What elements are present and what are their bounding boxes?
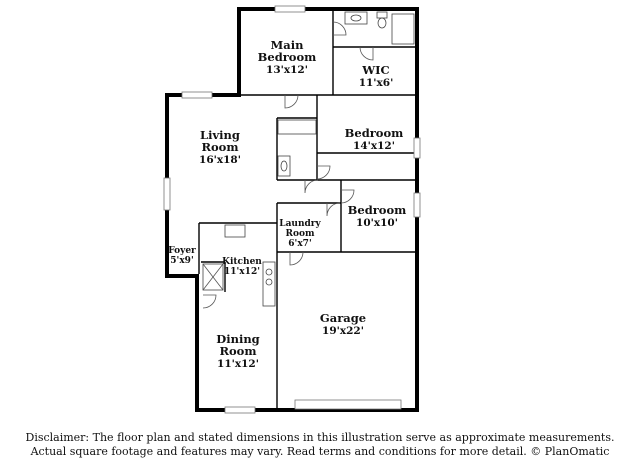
- wall: [237, 7, 241, 97]
- door-swing: [316, 165, 331, 180]
- wic-name: WIC: [361, 63, 389, 77]
- door-swing: [332, 21, 347, 36]
- toilet-bowl: [377, 17, 387, 29]
- door-swing: [326, 202, 341, 217]
- window: [224, 406, 256, 414]
- bedroom-1-size: 14'x12': [353, 140, 395, 152]
- living-room-name: Living: [200, 128, 240, 142]
- garage-size: 19'x22': [322, 325, 364, 337]
- garage-name: Garage: [320, 311, 366, 325]
- window: [274, 5, 306, 13]
- wall: [195, 408, 419, 412]
- kitchen-name: Kitchen: [222, 257, 262, 267]
- sink-basin: [350, 14, 362, 22]
- main-bedroom-size: 13'x12': [266, 64, 308, 76]
- window: [413, 137, 421, 159]
- toilet-tank: [376, 11, 388, 19]
- bedroom-2-name: Bedroom: [348, 203, 407, 217]
- dining-room-name-2: Room: [219, 344, 256, 358]
- door-swing: [304, 179, 319, 194]
- living-room-name-2: Room: [201, 140, 238, 154]
- shower: [391, 13, 415, 45]
- laundry-name: Laundry: [279, 219, 321, 229]
- disclaimer-line-2: Actual square footage and features may v…: [30, 445, 610, 458]
- laundry-name-2: Room: [285, 229, 314, 239]
- burner: [265, 268, 273, 276]
- window: [413, 192, 421, 218]
- main-bedroom-name-2: Bedroom: [258, 50, 317, 64]
- door-swing: [284, 94, 299, 109]
- dining-room-name: Dining: [216, 332, 259, 346]
- door-swing: [359, 46, 374, 61]
- sink-basin: [280, 160, 288, 172]
- door-swing: [289, 251, 304, 266]
- window: [163, 177, 171, 211]
- room-labels: Main Bedroom 13'x12' WIC 11'x6' Living R…: [168, 38, 406, 370]
- foyer-name: Foyer: [168, 246, 196, 256]
- bathtub: [277, 119, 317, 135]
- doors: [202, 21, 374, 309]
- garage-door: [294, 399, 402, 410]
- living-room-size: 16'x18': [199, 154, 241, 166]
- bedroom-1-name: Bedroom: [345, 126, 404, 140]
- wall: [195, 274, 199, 412]
- door-swing: [340, 189, 355, 204]
- door-swing: [202, 294, 217, 309]
- fixtures: [202, 11, 415, 307]
- main-bedroom-name: Main: [271, 38, 305, 52]
- disclaimer-line-1: Disclaimer: The floor plan and stated di…: [25, 431, 615, 444]
- dining-room-size: 11'x12': [217, 358, 259, 370]
- foyer-size: 5'x9': [170, 256, 193, 266]
- kitchen-sink: [224, 224, 246, 238]
- wall: [237, 7, 419, 11]
- bedroom-2-size: 10'x10': [356, 217, 398, 229]
- window: [181, 91, 213, 99]
- windows: [163, 5, 421, 414]
- kitchen-size: 11'x12': [224, 267, 260, 277]
- burner: [265, 278, 273, 286]
- wall: [165, 274, 199, 278]
- laundry-size: 6'x7': [288, 239, 311, 249]
- refrigerator-mark: [202, 263, 224, 291]
- wic-size: 11'x6': [359, 77, 394, 89]
- interior-walls: [198, 11, 415, 408]
